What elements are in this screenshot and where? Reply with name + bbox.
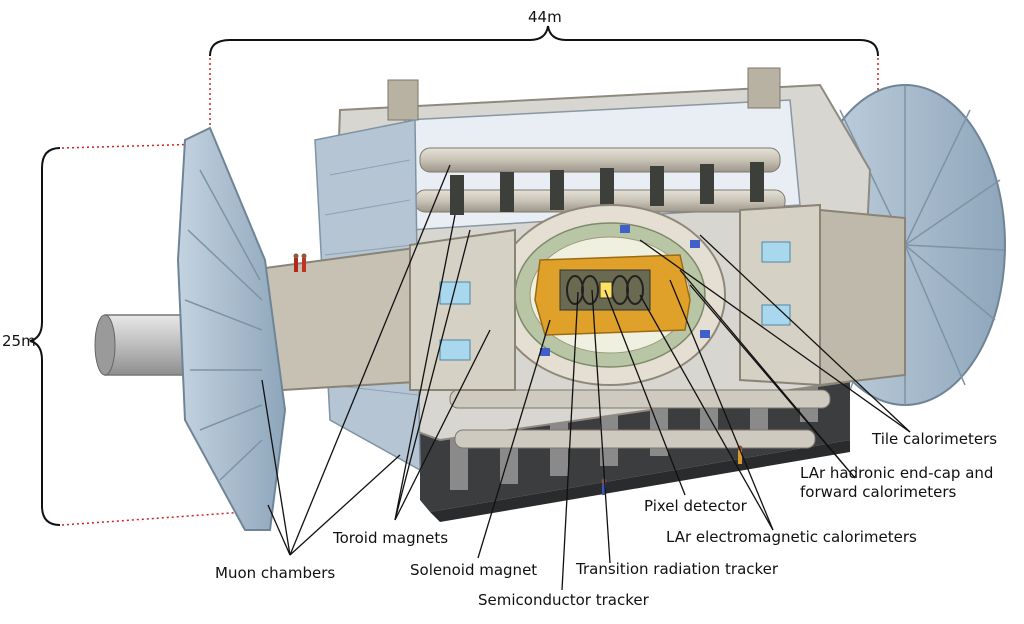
label-lar-hadronic-line1: LAr hadronic end-cap and bbox=[800, 464, 994, 482]
label-pixel-detector: Pixel detector bbox=[644, 497, 747, 515]
label-toroid-magnets: Toroid magnets bbox=[333, 529, 449, 547]
leader-lines bbox=[261, 164, 911, 591]
height-dimension bbox=[29, 143, 246, 526]
length-dimension bbox=[209, 25, 879, 130]
label-transition-radiation-tracker: Transition radiation tracker bbox=[576, 560, 779, 578]
label-semiconductor-tracker: Semiconductor tracker bbox=[478, 591, 649, 609]
label-solenoid-magnet: Solenoid magnet bbox=[410, 561, 538, 579]
length-label: 44m bbox=[528, 8, 562, 26]
label-lar-em-calorimeters: LAr electromagnetic calorimeters bbox=[666, 528, 917, 546]
label-muon-chambers: Muon chambers bbox=[215, 564, 336, 582]
left-muon-wheel bbox=[176, 126, 287, 531]
label-lar-hadronic-line2: forward calorimeters bbox=[800, 483, 957, 501]
right-endcap bbox=[739, 203, 906, 387]
height-label: 25m bbox=[2, 332, 36, 350]
label-tile-calorimeters: Tile calorimeters bbox=[872, 430, 998, 448]
